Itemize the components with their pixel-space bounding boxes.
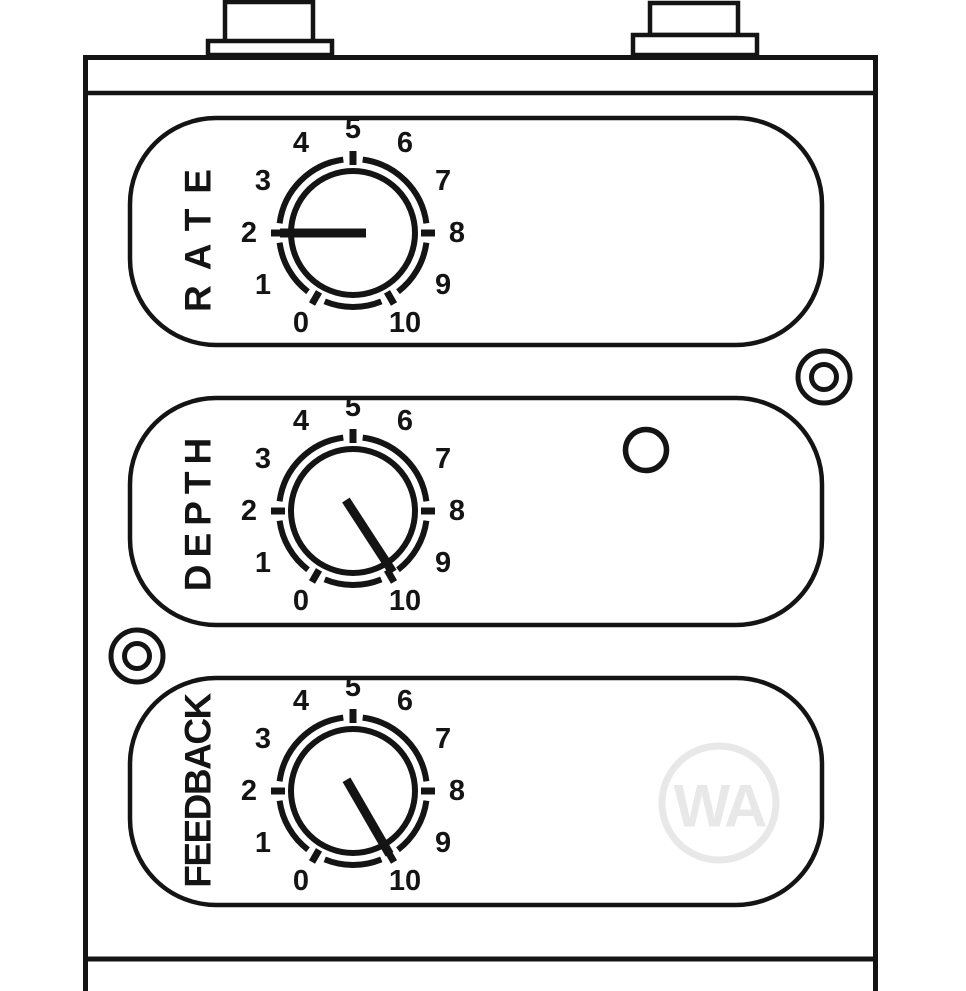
feedback-knob[interactable] — [271, 709, 435, 868]
rate-knob[interactable] — [271, 151, 435, 310]
depth-label: DEPTH — [178, 431, 219, 591]
rate-detent-tick — [383, 290, 398, 306]
top-jack-right-body — [647, 0, 741, 38]
rate-scale-label-0: 0 — [293, 307, 309, 339]
depth-knob-skirt-arc — [276, 434, 344, 502]
depth-detent-tick — [308, 568, 323, 584]
rate-knob-skirt-arc — [276, 156, 344, 224]
feedback-scale-label-1: 1 — [255, 827, 271, 859]
feedback-knob-skirt-arc — [323, 856, 383, 868]
depth-scale-label-2: 2 — [241, 495, 257, 527]
rate-scale-label-2: 2 — [241, 217, 257, 249]
depth-scale-label-3: 3 — [255, 443, 271, 475]
depth-scale-label-0: 0 — [293, 585, 309, 617]
feedback-detent-tick — [308, 848, 323, 864]
screw-icon-right — [795, 348, 853, 406]
feedback-knob-skirt-arc — [276, 800, 310, 853]
rate-panel — [127, 115, 825, 348]
screw-icon-left — [108, 627, 166, 685]
feedback-scale-label-6: 6 — [397, 685, 413, 717]
depth-knob-skirt-arc — [323, 576, 383, 588]
led-indicator — [622, 426, 670, 474]
rate-scale-label-8: 8 — [449, 217, 465, 249]
rate-section: RATE 01 2 34 5 67 8 9 10 — [127, 113, 825, 348]
feedback-section: FEEDBACK 01 2 34 5 67 8 9 10 — [127, 671, 825, 908]
rate-scale-label-10: 10 — [389, 307, 421, 339]
top-jack-left — [205, 0, 335, 58]
feedback-scale-label-0: 0 — [293, 865, 309, 897]
top-jack-right — [630, 0, 760, 58]
depth-scale-label-1: 1 — [255, 547, 271, 579]
feedback-knob-skirt-arc — [276, 714, 344, 782]
feedback-scale-label-4: 4 — [293, 685, 309, 717]
feedback-label: FEEDBACK — [178, 692, 219, 887]
feedback-scale-label-8: 8 — [449, 775, 465, 807]
depth-scale-label-10: 10 — [389, 585, 421, 617]
rate-knob-skirt-arc — [362, 156, 430, 224]
feedback-scale-label-3: 3 — [255, 723, 271, 755]
rate-detent-tick — [308, 290, 323, 306]
feedback-scale-label-5: 5 — [345, 671, 361, 703]
depth-knob[interactable] — [271, 429, 435, 588]
rate-scale-label-3: 3 — [255, 165, 271, 197]
feedback-scale-label-7: 7 — [435, 723, 451, 755]
rate-knob-skirt-arc — [396, 242, 430, 295]
rate-scale-label-6: 6 — [397, 127, 413, 159]
rate-scale-label-4: 4 — [293, 127, 309, 159]
rate-scale-label-5: 5 — [345, 113, 361, 145]
depth-knob-skirt-arc — [362, 434, 430, 502]
brand-logo: WA — [658, 742, 780, 864]
depth-section: DEPTH 01 2 34 5 67 8 9 10 — [127, 391, 825, 628]
depth-scale-label-9: 9 — [435, 547, 451, 579]
rate-knob-skirt-arc — [323, 298, 383, 310]
depth-panel — [127, 395, 825, 628]
depth-scale-label-4: 4 — [293, 405, 309, 437]
enclosure-outline — [83, 55, 878, 991]
top-jack-right-base — [630, 32, 760, 58]
depth-knob-skirt-arc — [396, 520, 430, 573]
feedback-scale-label-10: 10 — [389, 865, 421, 897]
feedback-knob-pointer — [342, 777, 394, 857]
depth-scale-label-6: 6 — [397, 405, 413, 437]
brand-logo-text: WA — [674, 773, 766, 840]
rate-scale-label-1: 1 — [255, 269, 271, 301]
depth-scale-label-5: 5 — [345, 391, 361, 423]
brand-logo-circle — [658, 742, 780, 864]
rate-scale-label-9: 9 — [435, 269, 451, 301]
feedback-knob-skirt-arc — [396, 800, 430, 853]
depth-knob-skirt-arc — [276, 520, 310, 573]
feedback-scale-label-2: 2 — [241, 775, 257, 807]
top-jack-left-base — [205, 38, 335, 58]
depth-scale-label-7: 7 — [435, 443, 451, 475]
rate-knob-skirt-arc — [276, 242, 310, 295]
rate-scale-label-7: 7 — [435, 165, 451, 197]
top-jack-left-body — [222, 0, 316, 48]
feedback-knob-skirt-arc — [362, 714, 430, 782]
rate-label: RATE — [178, 154, 219, 312]
depth-knob-pointer — [342, 497, 397, 575]
feedback-scale-label-9: 9 — [435, 827, 451, 859]
depth-scale-label-8: 8 — [449, 495, 465, 527]
